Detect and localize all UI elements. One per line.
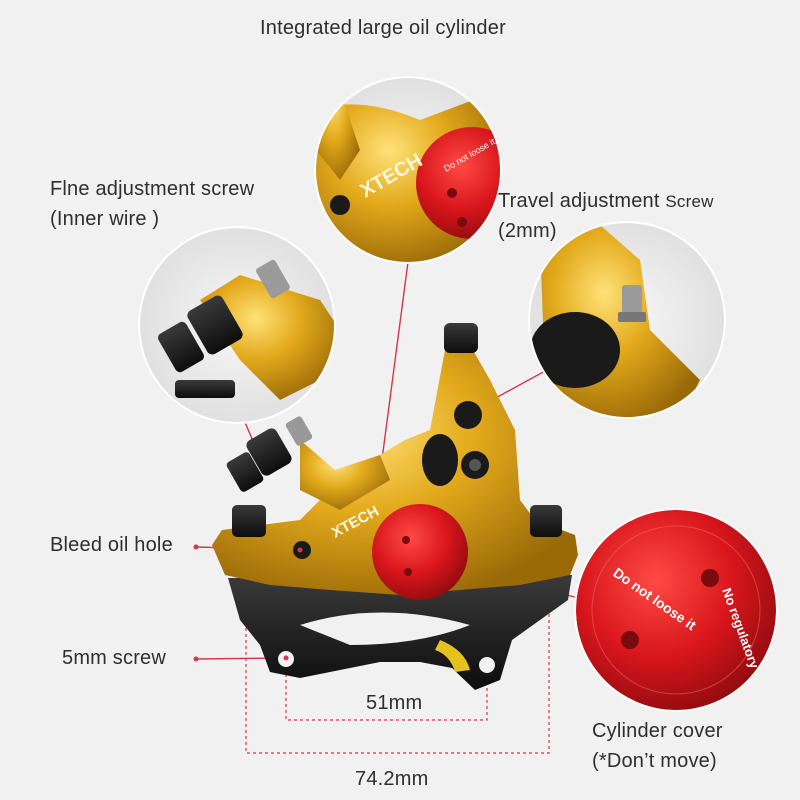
leader-dots	[193, 544, 303, 662]
label-5mm-screw: 5mm screw	[62, 647, 167, 669]
label-bleed-hole: Bleed oil hole	[50, 534, 173, 556]
left-mount-bolt	[232, 505, 266, 537]
label-travel-adjust-line1: Travel adjustment Screw	[498, 188, 714, 215]
label-travel-adjust-line2: (2mm)	[498, 220, 557, 242]
label-cylinder-cover-line1: Cylinder cover	[592, 720, 723, 742]
mounting-bracket	[228, 575, 572, 690]
zoom-bubble-cylinder-cover: Do not loose it No regulatory function	[574, 508, 778, 712]
label-travel-adjust-b: Screw	[665, 192, 714, 211]
fine-adjust-screw	[226, 416, 313, 492]
label-travel-adjust-a: Travel adjustment	[498, 190, 660, 212]
label-integrated-cylinder: Integrated large oil cylinder	[260, 17, 506, 39]
dimension-inner: 51mm	[366, 692, 423, 714]
zoom-bubble-cylinder: XTECH Do not loose it	[314, 76, 502, 264]
right-mount-bolt	[530, 505, 562, 537]
caliper-body: XTECH	[212, 323, 578, 672]
cylinder-cap	[372, 504, 468, 600]
label-fine-adjust-line1: Flne adjustment screw	[50, 178, 255, 200]
zoom-bubble-travel-adjust	[528, 221, 726, 419]
dimension-outer: 74.2mm	[355, 768, 429, 790]
label-fine-adjust-line2: (Inner wire )	[50, 208, 160, 230]
top-bolt	[444, 323, 478, 353]
label-cylinder-cover-line2: (*Don’t move)	[592, 750, 717, 772]
dimension-lines	[245, 545, 550, 754]
zoom-bubble-fine-adjust	[138, 226, 336, 424]
